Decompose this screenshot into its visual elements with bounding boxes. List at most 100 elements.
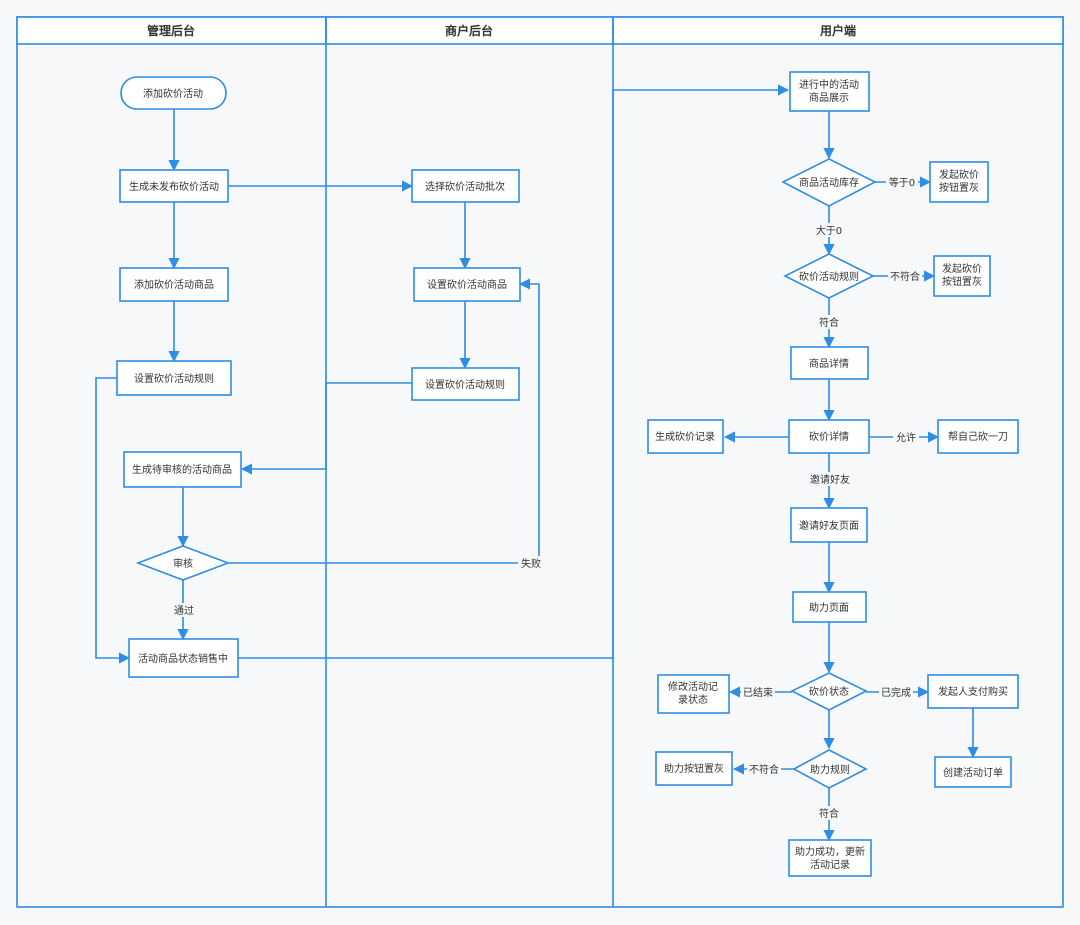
edge-label-gt0: 大于0 [816,224,842,237]
edge [228,278,540,564]
node-label: 修改活动记录状态 [668,680,718,706]
node-label: 生成未发布砍价活动 [129,180,219,193]
node-label-line: 帮自己砍一刀 [948,430,1008,443]
node-label: 选择砍价活动批次 [425,180,505,193]
process-self-cut [937,419,1019,454]
edge-labels: 失败 通过 等于0 大于0 不符合 符合 允许 邀请好友 已结束 已完成 不符合… [171,175,922,820]
node-label: 创建活动订单 [943,766,1003,779]
node-label-line: 生成砍价记录 [655,430,715,443]
node-label-line: 助力规则 [810,763,850,776]
lane-title-user: 用户端 [819,23,856,38]
edge-label-ended: 已结束 [743,686,773,699]
node-label-line: 审核 [173,557,193,570]
edge-label-pass: 通过 [174,604,194,617]
node-label: 活动商品状态销售中 [138,652,228,665]
node-label: 助力页面 [809,601,849,614]
edge [238,84,790,659]
node-label-line: 设置砍价活动规则 [425,378,505,391]
process-set-rules-merchant [411,367,520,401]
node-label: 助力规则 [810,763,850,776]
process-bargain-detail [788,419,870,454]
process-goods-detail [790,346,869,380]
process-btn-gray-2 [933,255,991,297]
process-on-sale [128,638,239,678]
lane-header-admin [16,16,327,45]
node-label-line: 砍价详情 [809,430,849,443]
node-label-line: 商品详情 [809,357,849,370]
node-label-line: 商品展示 [809,91,849,104]
process-gen-unpublished [119,169,229,203]
nodes: 添加砍价活动 生成未发布砍价活动 添加砍价活动商品 设置砍价活动规则 生成待审核… [116,71,1019,877]
edge [240,382,412,475]
node-label-line: 砍价活动规则 [799,270,859,283]
process-modify-status [657,674,730,714]
node-label: 设置砍价活动商品 [427,278,507,291]
node-label: 帮自己砍一刀 [948,430,1008,443]
process-add-goods [119,267,229,302]
lane-title-admin: 管理后台 [147,23,195,38]
node-label-line: 进行中的活动 [799,78,859,91]
edge-label-match: 符合 [819,316,839,329]
node-label: 砍价详情 [809,430,849,443]
process-launcher-pay [927,674,1019,709]
node-label: 发起砍价按钮置灰 [942,262,982,288]
node-label: 助力按钮置灰 [664,762,724,775]
node-label-line: 录状态 [678,693,708,706]
edge [95,377,131,664]
node-label-line: 添加砍价活动商品 [134,278,214,291]
decision-stock [781,158,877,207]
node-label: 进行中的活动商品展示 [799,78,859,104]
lane-header-merchant [325,16,614,45]
node-label-line: 选择砍价活动批次 [425,180,505,193]
node-label-line: 发起砍价 [942,262,982,275]
decision-review [135,545,231,581]
node-label-line: 生成未发布砍价活动 [129,180,219,193]
lane-header-user [612,16,1064,45]
edge-label-eq0: 等于0 [889,176,915,189]
node-label-line: 设置砍价活动规则 [134,372,214,385]
decision-bargain-status [790,672,868,711]
node-label: 发起砍价按钮置灰 [939,168,979,194]
node-label-line: 按钮置灰 [942,275,982,288]
node-label: 设置砍价活动规则 [134,372,214,385]
node-label-line: 助力页面 [809,601,849,614]
node-label-line: 助力成功，更新 [795,845,865,858]
node-label: 商品活动库存 [799,176,859,189]
node-label-line: 生成待审核的活动商品 [132,463,232,476]
process-invite-page [790,507,868,543]
process-help-btn-gray [655,751,733,786]
node-label-line: 修改活动记 [668,680,718,693]
edge-label-done: 已完成 [881,686,911,699]
process-set-rules-admin [116,360,232,396]
node-label: 审核 [173,557,193,570]
node-label-line: 邀请好友页面 [799,519,859,532]
node-label: 添加砍价活动商品 [134,278,214,291]
node-label-line: 助力按钮置灰 [664,762,724,775]
node-label-line: 发起人支付购买 [938,685,1008,698]
swimlanes: 管理后台 商户后台 用户端 [16,16,1064,908]
node-label-line: 砍价状态 [809,685,849,698]
node-label-line: 设置砍价活动商品 [427,278,507,291]
process-btn-gray-1 [929,161,989,203]
process-showcase [789,71,870,112]
node-label: 生成砍价记录 [655,430,715,443]
edge-label-allow: 允许 [896,431,916,444]
process-help-success [788,839,872,877]
edge-label-fail: 失败 [521,557,541,570]
process-help-page [792,591,867,623]
decision-rule-check [783,253,875,299]
node-label-line: 创建活动订单 [943,766,1003,779]
edge-label-not-match: 不符合 [890,270,920,283]
node-label: 砍价活动规则 [799,270,859,283]
node-label-line: 按钮置灰 [939,181,979,194]
decision-help-rule [792,749,868,789]
node-label-line: 活动记录 [810,859,850,871]
node-label: 发起人支付购买 [938,685,1008,698]
process-gen-record [647,419,724,454]
node-label: 添加砍价活动 [143,87,203,100]
process-gen-pending [123,451,242,488]
node-label: 设置砍价活动规则 [425,378,505,391]
node-label-line: 添加砍价活动 [143,87,203,100]
edge-label-invite: 邀请好友 [810,473,850,486]
